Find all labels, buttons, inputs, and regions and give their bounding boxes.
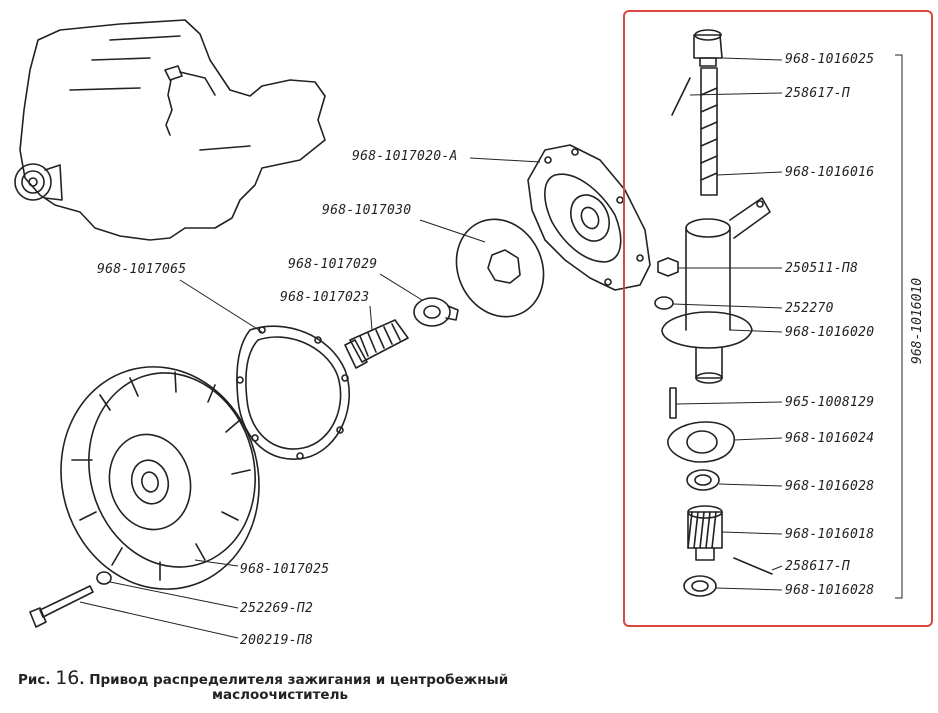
gasket — [236, 325, 350, 460]
spring-washer — [654, 296, 674, 310]
lock-washer — [413, 297, 459, 327]
caption-prefix: Рис. — [18, 672, 51, 688]
highlight-box — [623, 10, 933, 627]
pin-lower — [733, 557, 773, 575]
stud — [669, 387, 677, 419]
callout-plate-disc: 968-1017030 — [322, 203, 412, 218]
callout-helical-shaft: 968-1016016 — [785, 165, 875, 180]
callout-drive-gear: 968-1016018 — [785, 527, 875, 542]
callout-flange-gasket: 968-1016024 — [785, 431, 875, 446]
callout-threaded-bush: 968-1017023 — [280, 290, 370, 305]
callout-spring-washer: 252270 — [785, 301, 834, 316]
drive-gear — [687, 505, 723, 561]
thrust-washer-upper — [686, 469, 720, 491]
centrifugal-rotor — [60, 366, 260, 590]
small-washer — [96, 571, 112, 585]
pin-upper — [671, 77, 691, 116]
bolt — [29, 585, 94, 628]
caption-number: 16 — [55, 667, 80, 689]
leader-lines — [79, 54, 903, 639]
callout-thrust-washer-upper: 968-1016028 — [785, 479, 875, 494]
callout-drive-housing: 968-1016020 — [785, 325, 875, 340]
callout-assembly: 968-1016010 — [910, 277, 925, 364]
helical-shaft — [700, 67, 718, 196]
callout-small-washer: 252269-П2 — [240, 601, 314, 616]
plate-disc — [455, 218, 545, 318]
engine-silhouette — [14, 19, 326, 241]
callout-housing-cover: 968-1017020-А — [352, 149, 458, 164]
figure-caption: Рис. 16. Привод распределителя зажигания… — [18, 667, 508, 689]
callout-pin-lower: 258617-П — [785, 559, 851, 574]
callout-bolt: 200219-П8 — [240, 633, 314, 648]
flange-gasket — [667, 421, 735, 463]
hex-nut — [657, 257, 679, 277]
callout-lock-washer: 968-1017029 — [288, 257, 378, 272]
figure-caption-line2: маслоочиститель — [212, 687, 349, 703]
callout-stud: 965-1008129 — [785, 395, 875, 410]
callout-drive-coupling: 968-1016025 — [785, 52, 875, 67]
thrust-washer-lower — [683, 575, 717, 597]
housing-cover — [527, 144, 651, 291]
callout-thrust-washer-lower: 968-1016028 — [785, 583, 875, 598]
caption-line1: . Привод распределителя зажигания и цент… — [79, 672, 509, 688]
callout-gasket: 968-1017065 — [97, 262, 187, 277]
drive-housing — [661, 197, 771, 384]
threaded-bush — [344, 319, 409, 369]
callout-hex-nut: 250511-П8 — [785, 261, 859, 276]
callout-rotor: 968-1017025 — [240, 562, 330, 577]
callout-pin-upper: 258617-П — [785, 86, 851, 101]
